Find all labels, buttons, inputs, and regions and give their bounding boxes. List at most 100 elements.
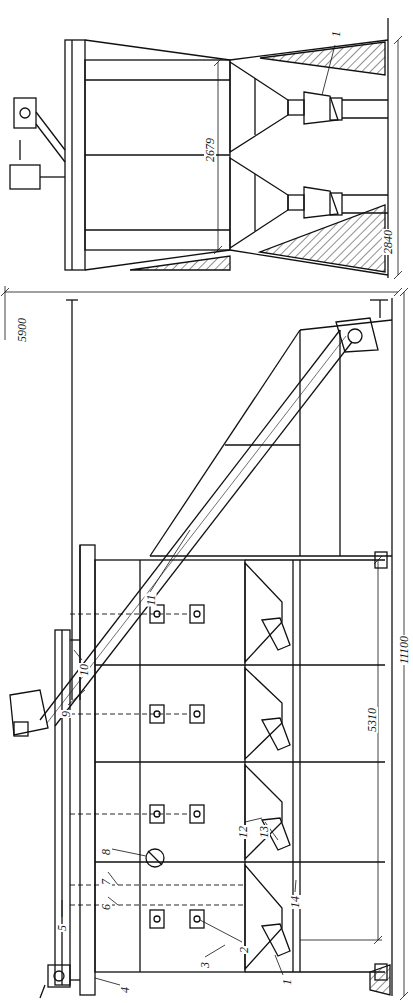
chute xyxy=(262,718,290,750)
feeder xyxy=(330,98,342,120)
support-frame xyxy=(85,250,230,270)
dimension-value: 5310 xyxy=(366,707,378,733)
inclined-conveyor xyxy=(55,342,352,726)
hopper xyxy=(245,765,282,859)
dimension-line xyxy=(378,560,379,940)
inspection-hatch xyxy=(190,705,204,723)
leader-line xyxy=(150,530,190,592)
leader-line xyxy=(68,690,85,705)
valve xyxy=(146,849,164,867)
end-view xyxy=(85,79,230,80)
dimension-line xyxy=(5,286,6,340)
leg-frame xyxy=(370,965,390,995)
support-frame xyxy=(225,444,300,445)
bin-body xyxy=(80,545,95,995)
bin-body xyxy=(139,560,140,972)
support-frame xyxy=(260,205,385,272)
leg-frame xyxy=(245,971,385,972)
feeder xyxy=(342,194,388,195)
dimension-value: 11100 xyxy=(398,635,410,665)
end-view xyxy=(71,40,72,270)
level-pipe xyxy=(70,614,245,905)
callout-number: 11 xyxy=(144,593,156,606)
feeder xyxy=(342,99,388,100)
top-conveyor xyxy=(10,165,40,189)
dimension-value: 2840 xyxy=(382,229,394,255)
feeder xyxy=(330,193,342,215)
dimension-value: 5900 xyxy=(16,317,28,343)
support-frame xyxy=(299,330,300,556)
callout-number: 5 xyxy=(56,924,68,932)
chute xyxy=(262,618,290,650)
walkway-rail xyxy=(66,299,78,300)
callout-number: 2 xyxy=(238,946,250,954)
leg-frame xyxy=(375,552,387,568)
leg-frame xyxy=(245,861,385,862)
bin-body xyxy=(95,664,245,665)
inspection-hatch xyxy=(150,605,204,928)
inspection-hatch xyxy=(194,711,200,717)
top-conveyor xyxy=(40,985,45,998)
chute xyxy=(262,618,290,956)
support-frame xyxy=(300,320,392,330)
level-pipe xyxy=(70,614,190,615)
leader-line xyxy=(74,650,82,660)
leader-line xyxy=(245,818,262,822)
top-conveyor xyxy=(40,176,65,177)
leg-frame xyxy=(245,559,385,560)
inclined-conveyor xyxy=(14,722,28,736)
top-conveyor xyxy=(70,979,80,980)
leader-line xyxy=(62,530,296,985)
support-frame xyxy=(130,256,230,270)
bin-body xyxy=(95,861,245,862)
end-view xyxy=(65,18,388,278)
callout-number: 1 xyxy=(281,978,293,986)
inspection-hatch xyxy=(194,916,200,922)
inspection-hatch xyxy=(190,910,204,928)
inclined-conveyor xyxy=(47,336,346,723)
walkway-rail xyxy=(66,300,80,700)
leg-frame xyxy=(245,664,385,665)
support-frame xyxy=(150,330,300,556)
leader-line xyxy=(275,955,283,975)
leg-frame xyxy=(245,761,385,762)
callout-number: 6 xyxy=(100,903,112,911)
leader-line xyxy=(322,45,335,95)
end-view xyxy=(85,60,230,250)
top-conveyor xyxy=(40,630,80,998)
callout-number: 1 xyxy=(330,30,342,38)
level-pipe xyxy=(70,885,245,886)
support-frame xyxy=(85,40,230,60)
end-view xyxy=(254,78,255,135)
top-conveyor xyxy=(36,124,65,162)
inspection-hatch xyxy=(154,916,160,922)
callout-number: 3 xyxy=(199,961,211,969)
drawing-line xyxy=(1,18,408,1000)
leader-line xyxy=(112,849,146,856)
bin-body xyxy=(95,560,245,972)
bin-body xyxy=(95,761,245,762)
end-view xyxy=(254,174,255,231)
dimension-line xyxy=(394,271,402,279)
leader-line xyxy=(295,880,296,892)
callout-number: 13 xyxy=(258,825,270,839)
end-view xyxy=(230,62,288,152)
top-conveyor xyxy=(48,965,70,987)
end-view xyxy=(230,158,288,248)
inclined-conveyor xyxy=(370,299,388,300)
callout-number: 7 xyxy=(100,878,112,886)
feeder xyxy=(342,117,388,118)
level-pipe xyxy=(70,714,190,715)
leg-frame xyxy=(292,560,293,972)
support-frame xyxy=(339,330,340,556)
callout-number: 8 xyxy=(100,848,112,856)
dimension-line xyxy=(400,288,408,296)
leader-line xyxy=(95,978,120,985)
inclined-conveyor xyxy=(379,300,380,318)
leg-frame xyxy=(299,560,300,972)
level-pipe xyxy=(70,814,190,815)
callout-number: 12 xyxy=(237,825,249,839)
support-frame xyxy=(150,320,392,556)
top-conveyor xyxy=(36,112,65,150)
callout-number: 14 xyxy=(289,895,301,909)
